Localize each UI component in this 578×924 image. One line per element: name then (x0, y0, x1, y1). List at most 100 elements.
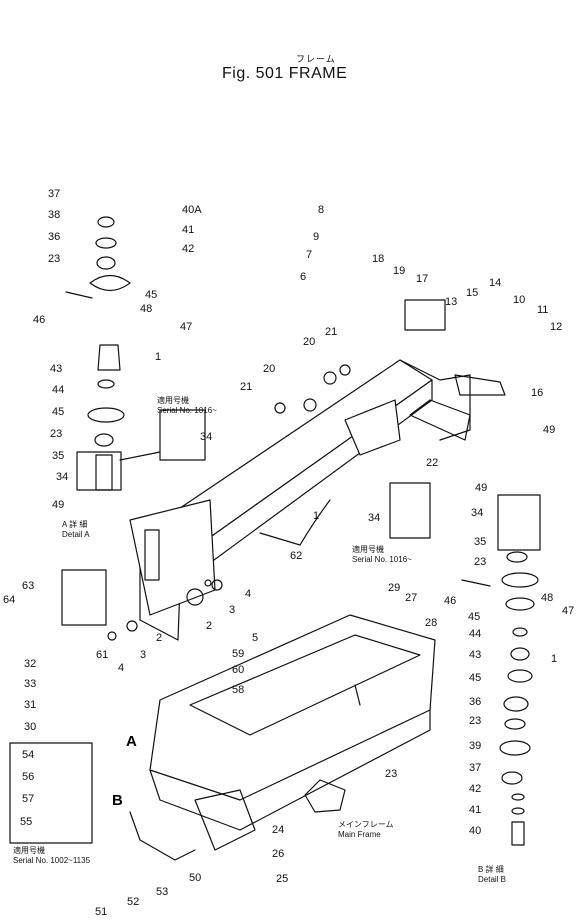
serial-bottom-jp: 適用号機 (13, 846, 45, 855)
title-japanese: フレーム (296, 54, 336, 64)
callout-47: 47 (180, 321, 192, 333)
figure-title: Fig. 501 FRAME (222, 65, 348, 82)
callout-45: 45 (469, 672, 481, 684)
callout-38: 38 (48, 209, 60, 221)
callout-22: 22 (426, 457, 438, 469)
detail-b-en: Detail B (478, 875, 507, 884)
callout-61: 61 (96, 649, 108, 661)
callout-8: 8 (318, 204, 324, 216)
misc-parts (9, 299, 506, 844)
callout-28: 28 (425, 617, 437, 629)
main-frame-caption: メインフレーム Main Frame (338, 820, 394, 840)
callout-42: 42 (469, 783, 481, 795)
callout-1: 1 (155, 351, 161, 363)
callout-9: 9 (313, 231, 319, 243)
callout-41: 41 (182, 224, 194, 236)
callout-3: 3 (229, 604, 235, 616)
callout-40A: 40A (182, 204, 202, 216)
detail-a-caption: A 詳 細 Detail A (62, 520, 90, 540)
callout-32: 32 (24, 658, 36, 670)
serial-right-jp: 適用号機 (352, 545, 384, 554)
callout-55: 55 (20, 816, 32, 828)
callout-48: 48 (140, 303, 152, 315)
callout-43: 43 (469, 649, 481, 661)
callout-42: 42 (182, 243, 194, 255)
callout-14: 14 (489, 277, 501, 289)
callout-49: 49 (52, 499, 64, 511)
callout-6: 6 (300, 271, 306, 283)
serial-note-bottom: 適用号機 Serial No. 1002~1135 (13, 846, 90, 866)
callout-46: 46 (444, 595, 456, 607)
callout-40: 40 (469, 825, 481, 837)
callout-37: 37 (469, 762, 481, 774)
callout-48: 48 (541, 592, 553, 604)
serial-right-en: Serial No. 1016~ (352, 555, 412, 564)
callout-27: 27 (405, 592, 417, 604)
callout-44: 44 (52, 384, 64, 396)
detail-a-jp: A 詳 細 (62, 520, 88, 529)
callout-39: 39 (469, 740, 481, 752)
callout-49: 49 (543, 424, 555, 436)
callout-58: 58 (232, 684, 244, 696)
callout-21: 21 (240, 381, 252, 393)
callout-36: 36 (469, 696, 481, 708)
callout-34: 34 (471, 507, 483, 519)
callout-12: 12 (550, 321, 562, 333)
serial-top-jp: 適用号機 (157, 396, 189, 405)
callout-1: 1 (313, 510, 319, 522)
callout-21: 21 (325, 326, 337, 338)
callout-19: 19 (393, 265, 405, 277)
callout-1: 1 (551, 653, 557, 665)
callout-34: 34 (200, 431, 212, 443)
callout-59: 59 (232, 648, 244, 660)
callout-33: 33 (24, 678, 36, 690)
callout-23: 23 (48, 253, 60, 265)
callout-45: 45 (52, 406, 64, 418)
callout-44: 44 (469, 628, 481, 640)
main-frame-jp: メインフレーム (338, 820, 394, 829)
callout-20: 20 (303, 336, 315, 348)
callout-2: 2 (206, 620, 212, 632)
callout-57: 57 (22, 793, 34, 805)
callout-15: 15 (466, 287, 478, 299)
callout-13: 13 (445, 296, 457, 308)
callout-45: 45 (468, 611, 480, 623)
view-marker-a: A (126, 733, 137, 750)
callout-54: 54 (22, 749, 34, 761)
callout-34: 34 (368, 512, 380, 524)
callout-31: 31 (24, 699, 36, 711)
callout-41: 41 (469, 804, 481, 816)
serial-note-right: 適用号機 Serial No. 1016~ (352, 545, 412, 565)
callout-30: 30 (24, 721, 36, 733)
detail-b-jp: B 詳 細 (478, 865, 504, 874)
callout-11: 11 (537, 304, 548, 316)
callout-46: 46 (33, 314, 45, 326)
callout-34: 34 (56, 471, 68, 483)
callout-23: 23 (385, 768, 397, 780)
callout-45: 45 (145, 289, 157, 301)
callout-52: 52 (127, 896, 139, 908)
callout-10: 10 (513, 294, 525, 306)
callout-23: 23 (469, 715, 481, 727)
callout-7: 7 (306, 249, 312, 261)
lower-main-frame (129, 614, 436, 861)
callout-53: 53 (156, 886, 168, 898)
view-marker-b: B (112, 792, 123, 809)
callout-60: 60 (232, 664, 244, 676)
detail-a-en: Detail A (62, 530, 90, 539)
callout-50: 50 (189, 872, 201, 884)
callout-29: 29 (388, 582, 400, 594)
callout-51: 51 (95, 906, 107, 918)
callout-4: 4 (245, 588, 251, 600)
callout-4: 4 (118, 662, 124, 674)
callout-26: 26 (272, 848, 284, 860)
callout-24: 24 (272, 824, 284, 836)
callout-35: 35 (52, 450, 64, 462)
callout-49: 49 (475, 482, 487, 494)
callout-62: 62 (290, 550, 302, 562)
callout-16: 16 (531, 387, 543, 399)
detail-a-stack (65, 216, 206, 491)
callout-23: 23 (474, 556, 486, 568)
